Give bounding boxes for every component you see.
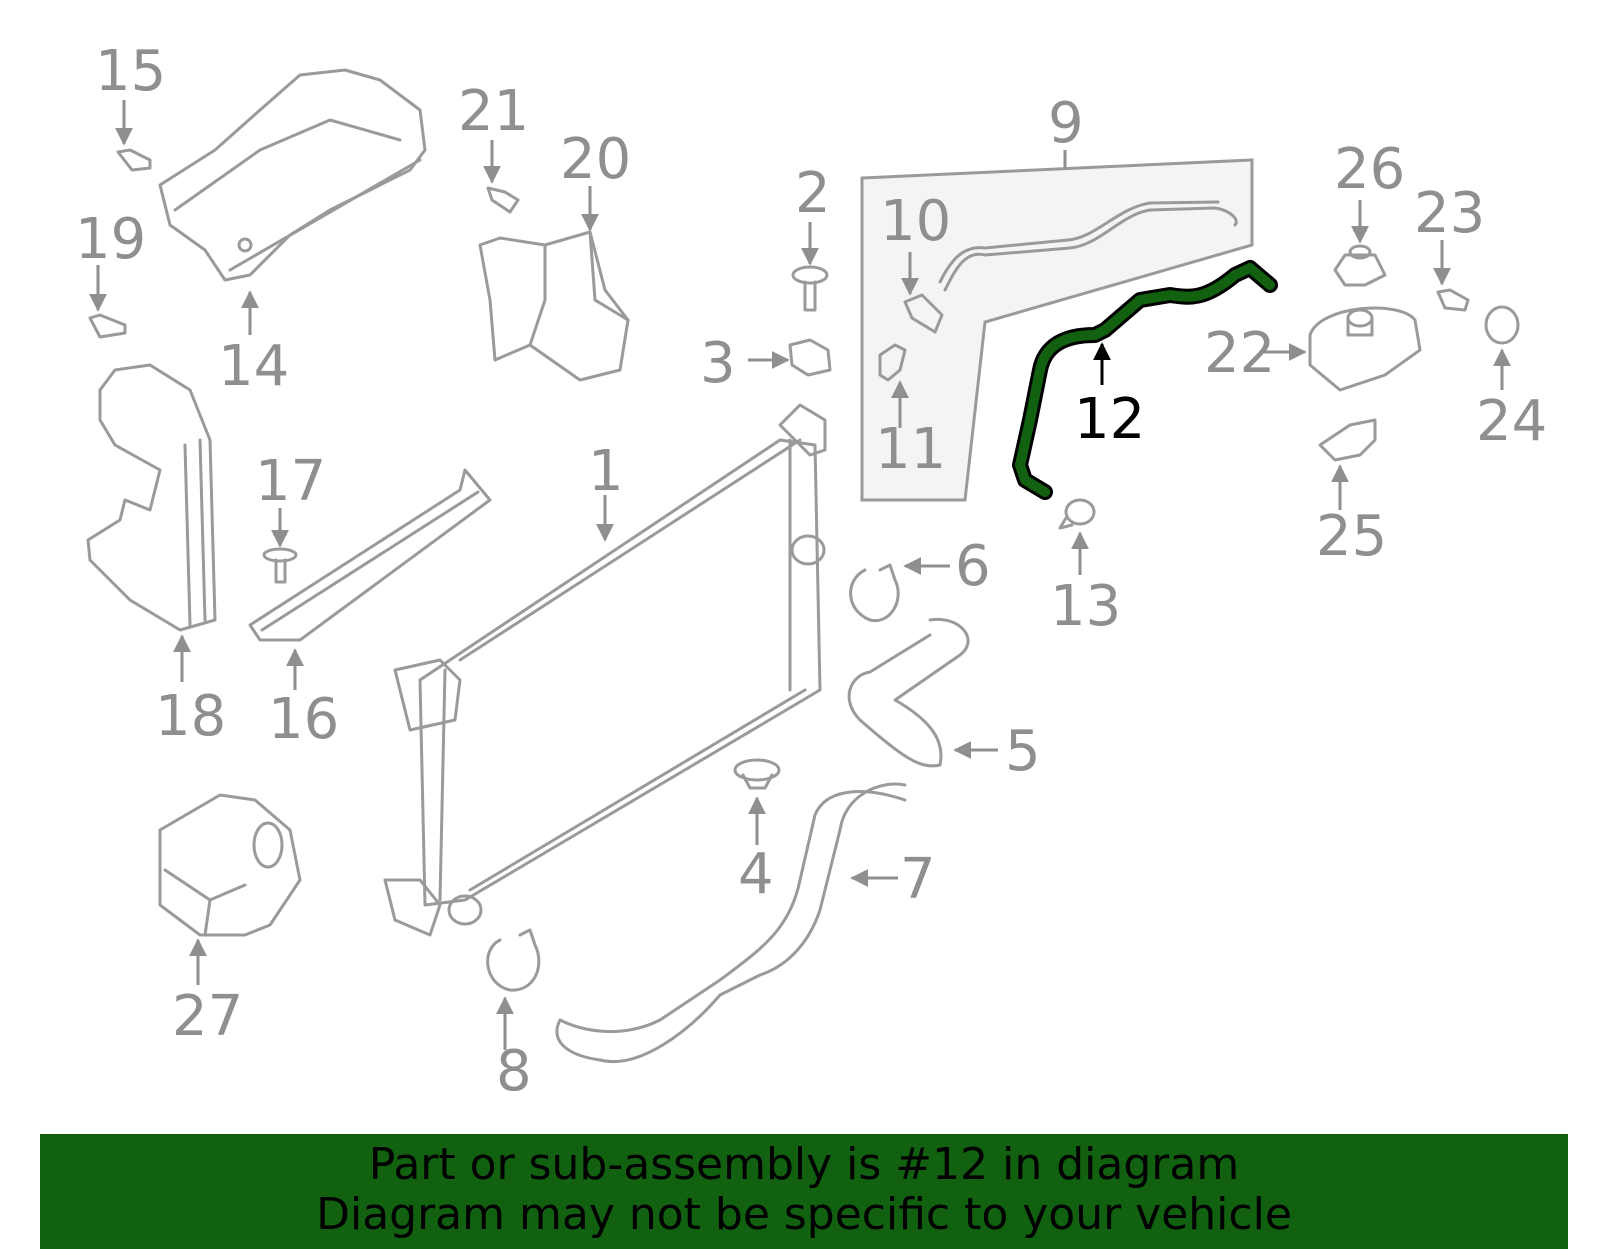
part-16-bar: 16: [248, 468, 492, 752]
parts-diagram: 14 15 19 18 21 20 17: [75, 39, 1547, 1104]
callout-9: 9: [1048, 91, 1084, 156]
callout-4: 4: [738, 842, 774, 907]
part-2-clip: 2: [791, 161, 831, 312]
callout-14: 14: [218, 334, 289, 399]
footer-banner: Part or sub-assembly is #12 in diagram D…: [40, 1134, 1568, 1249]
part-22-reservoir: 22: [1204, 306, 1422, 392]
part-8-clamp: 8: [486, 928, 541, 1104]
part-26-cap: 26: [1333, 137, 1405, 287]
footer-line-2: Diagram may not be specific to your vehi…: [316, 1189, 1292, 1240]
callout-7: 7: [900, 847, 936, 912]
callout-17: 17: [255, 449, 326, 514]
callout-21: 21: [458, 79, 529, 144]
callout-13: 13: [1050, 574, 1121, 639]
part-13-clamp: 13: [1050, 498, 1121, 639]
part-9-hose-set: 9: [860, 91, 1254, 502]
callout-18: 18: [155, 684, 226, 749]
callout-6: 6: [955, 534, 991, 599]
part-10-clamp: 10: [880, 189, 951, 334]
part-17-clip: 17: [255, 449, 326, 584]
callout-23: 23: [1414, 181, 1485, 246]
callout-1: 1: [588, 439, 624, 504]
callout-19: 19: [75, 207, 146, 272]
part-3-clip: 3: [700, 331, 832, 396]
part-25-bracket: 25: [1316, 418, 1387, 569]
part-14-engine-cover: 14: [158, 68, 427, 399]
callout-24: 24: [1476, 389, 1547, 454]
part-5-hose: 5: [847, 617, 1041, 784]
part-23-bolt: 23: [1414, 181, 1485, 312]
footer-line-1: Part or sub-assembly is #12 in diagram: [368, 1139, 1240, 1190]
part-7-hose: 7: [555, 782, 936, 1063]
callout-26: 26: [1334, 137, 1405, 202]
callout-2: 2: [795, 161, 831, 226]
callout-22: 22: [1204, 321, 1275, 386]
callout-25: 25: [1316, 504, 1387, 569]
callout-15: 15: [95, 39, 166, 104]
part-11-bracket: 11: [875, 343, 946, 482]
part-21-bolt: 21: [458, 79, 529, 214]
callout-8: 8: [496, 1039, 532, 1104]
part-6-clamp: 6: [849, 534, 991, 623]
part-18-seal: 18: [86, 363, 226, 749]
part-1-radiator: 1: [383, 403, 827, 937]
part-24-cap: 24: [1476, 305, 1547, 454]
part-12-hose-highlighted: 12: [1012, 260, 1278, 500]
part-15-bolt: 15: [95, 39, 166, 172]
callout-12: 12: [1074, 387, 1145, 452]
callout-20: 20: [560, 127, 631, 192]
callout-3: 3: [700, 331, 736, 396]
callout-27: 27: [172, 984, 243, 1049]
callout-10: 10: [880, 189, 951, 254]
part-20-air-guide: 20: [478, 127, 631, 382]
callout-5: 5: [1005, 719, 1041, 784]
callout-16: 16: [268, 687, 339, 752]
part-19-bolt: 19: [75, 207, 146, 339]
part-27-module: 27: [158, 793, 302, 1049]
callout-11: 11: [875, 417, 946, 482]
part-4-grommet: 4: [733, 758, 781, 907]
